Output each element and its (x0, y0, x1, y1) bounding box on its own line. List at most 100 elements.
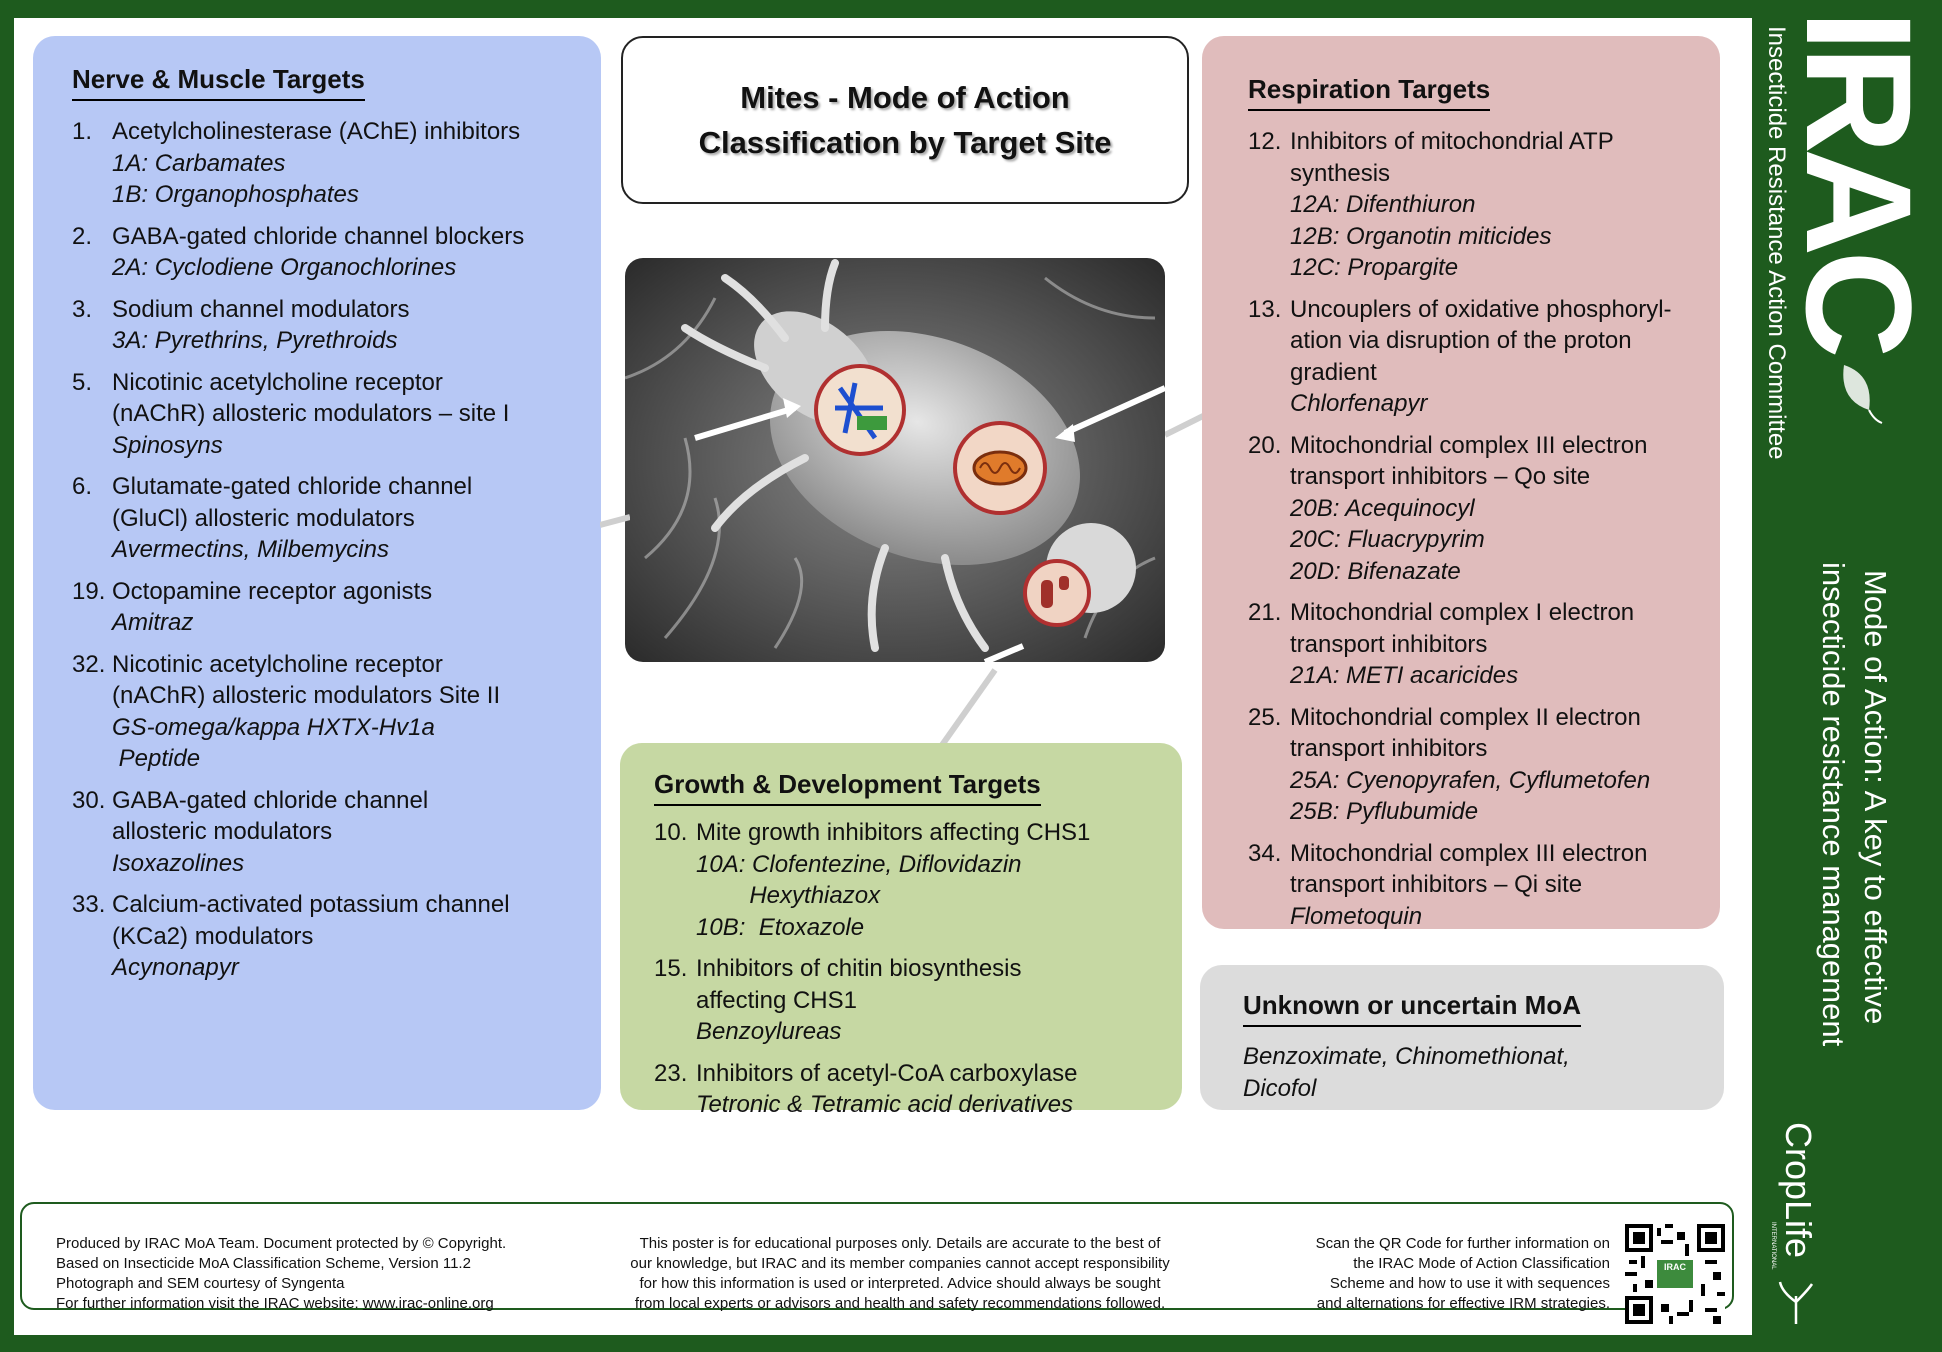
item-subgroup: 25B: Pyflubumide (1290, 798, 1479, 825)
item-number: 3. (72, 295, 93, 323)
item-title: Mitochondrial complex III electron (1290, 839, 1648, 867)
item-subgroup: 3A: Pyrethrins, Pyrethroids (112, 327, 398, 354)
list-item: 34. Mitochondrial complex III electron tra… (1248, 838, 1728, 933)
item-title: gradient (1290, 358, 1377, 386)
growth-list: 10. Mite growth inhibitors affecting CHS1… (654, 817, 1174, 1131)
item-number: 30. (72, 786, 106, 814)
item-subgroup: 12C: Propargite (1290, 254, 1459, 281)
item-subgroup: 1B: Organophosphates (112, 181, 359, 208)
respiration-panel (1202, 36, 1720, 929)
footer-left-line: For further information visit the IRAC w… (56, 1295, 363, 1312)
sidebar-tagline-1: Mode of Action: A key to effective (1858, 570, 1893, 1025)
item-subgroup: 10A: Clofentezine, Diflovidazin (696, 850, 1022, 878)
list-item: 5.Nicotinic acetylcholine receptor(nAChR… (72, 367, 592, 462)
footer-disclaimer-line: This poster is for educational purposes … (639, 1235, 1161, 1252)
item-title: Mitochondrial complex II electron (1290, 703, 1641, 731)
item-number: 34. (1248, 839, 1282, 867)
croplife-logo: CropLife (1778, 1122, 1819, 1259)
list-item: 2. GABA-gated chloride channel blockers 2A… (72, 221, 592, 284)
item-subgroup: 12A: Difenthiuron (1290, 191, 1476, 218)
item-subgroup: 2A: Cyclodiene Organochlorines (112, 254, 457, 281)
respiration-heading: Respiration Targets (1248, 74, 1491, 111)
item-title: (KCa2) modulators (112, 922, 314, 950)
mite-sem-photo (625, 258, 1165, 662)
title-line-2: Classification by Target Site (698, 125, 1112, 160)
unknown-panel (1200, 965, 1724, 1110)
item-subgroup: Benzoylureas (696, 1018, 842, 1045)
unknown-list: Benzoximate, Chinomethionat, Dicofol (1243, 1041, 1570, 1104)
item-number: 2. (72, 222, 93, 250)
item-title: (nAChR) allosteric modulators Site II (112, 682, 501, 709)
item-number: 6. (72, 473, 93, 500)
item-subgroup: Amitraz (112, 609, 194, 636)
item-subgroup: 20B: Acequinocyl (1290, 494, 1475, 522)
item-title: Nicotinic acetylcholine receptor (112, 368, 443, 396)
list-item: 10. Mite growth inhibitors affecting CHS1… (654, 817, 1174, 943)
footer-qr-line: and alternations for effective IRM strat… (1316, 1295, 1610, 1312)
sidebar-tagline-2: insecticide resistance management (1816, 562, 1851, 1047)
unknown-line-2: Dicofol (1243, 1074, 1317, 1102)
item-subgroup: GS-omega/kappa HXTX-Hv1a (112, 713, 435, 741)
item-title: Mite growth inhibitors affecting CHS1 (696, 819, 1091, 846)
item-title: transport inhibitors (1290, 630, 1488, 658)
qr-irac-label: IRAC (1664, 1262, 1686, 1272)
item-subgroup: Peptide (112, 745, 201, 772)
item-subgroup: 12B: Organotin miticides (1290, 222, 1552, 250)
item-subgroup: 1A: Carbamates (112, 149, 286, 177)
item-subgroup: Hexythiazox (696, 882, 881, 909)
item-title: Inhibitors of chitin biosynthesis (696, 955, 1022, 982)
item-title: Mitochondrial complex I electron (1290, 599, 1635, 626)
list-item: 1. Acetylcholinesterase (AChE) inhibitors… (72, 116, 592, 211)
footer-qr-line: Scheme and how to use it with sequences (1329, 1275, 1610, 1292)
qr-code[interactable]: IRAC (1625, 1224, 1725, 1324)
item-subgroup: 25A: Cyenopyrafen, Cyflumetofen (1290, 766, 1651, 794)
footer-qr-line: the IRAC Mode of Action Classification (1353, 1255, 1610, 1272)
item-title: synthesis (1290, 159, 1391, 187)
footer-disclaimer: This poster is for educational purposes … (600, 1234, 1200, 1314)
item-title: Acetylcholinesterase (AChE) inhibitors (112, 118, 521, 145)
item-title: GABA-gated chloride channel (112, 786, 429, 814)
item-title: transport inhibitors – Qi site (1290, 871, 1583, 898)
nerve-muscle-heading: Nerve & Muscle Targets (72, 64, 365, 101)
list-item: 33.Calcium-activated potassium channel (K… (72, 889, 592, 984)
leaf-icon (1843, 365, 1883, 424)
item-title: Glutamate-gated chloride channel (112, 473, 473, 500)
irac-org-name: Insecticide Resistance Action Committee (1763, 26, 1790, 460)
item-subgroup: Isoxazolines (112, 849, 245, 877)
item-number: 1. (72, 118, 93, 145)
item-subgroup: Spinosyns (112, 431, 223, 459)
item-number: 20. (1248, 431, 1282, 459)
item-number: 32. (72, 650, 106, 678)
item-subgroup: Avermectins, Milbemycins (112, 536, 389, 563)
footer-disclaimer-line: from local experts or advisors and healt… (634, 1295, 1166, 1312)
item-number: 33. (72, 891, 106, 918)
item-number: 23. (654, 1059, 688, 1087)
footer-disclaimer-line: for how this information is used or inte… (639, 1275, 1161, 1292)
nerve-muscle-list: 1. Acetylcholinesterase (AChE) inhibitors… (72, 116, 592, 994)
item-subgroup: 20C: Fluacrypyrim (1290, 526, 1485, 553)
footer-disclaimer-line: our knowledge, but IRAC and its member c… (630, 1255, 1170, 1272)
item-title: Calcium-activated potassium channel (112, 891, 510, 918)
item-number: 19. (72, 577, 106, 605)
item-subgroup: 10B: Etoxazole (696, 913, 865, 941)
list-item: 13.Uncouplers of oxidative phosphoryl-at… (1248, 294, 1728, 420)
footer-left-line: Based on Insecticide MoA Classification … (56, 1255, 471, 1272)
irac-logo: IRAC (1775, 10, 1942, 353)
item-title: (GluCl) allosteric modulators (112, 504, 415, 532)
item-title: affecting CHS1 (696, 986, 857, 1014)
item-number: 10. (654, 819, 688, 846)
item-title: Mitochondrial complex III electron (1290, 431, 1648, 459)
irac-website-link[interactable]: www.irac-online.org (362, 1295, 494, 1312)
croplife-plant-icon (1778, 1281, 1814, 1324)
title-box: Mites - Mode of Action Classification by… (621, 36, 1189, 204)
item-subgroup: Chlorfenapyr (1290, 390, 1428, 417)
item-title: GABA-gated chloride channel blockers (112, 222, 525, 250)
title-line-1: Mites - Mode of Action (740, 80, 1070, 115)
item-number: 5. (72, 368, 93, 396)
